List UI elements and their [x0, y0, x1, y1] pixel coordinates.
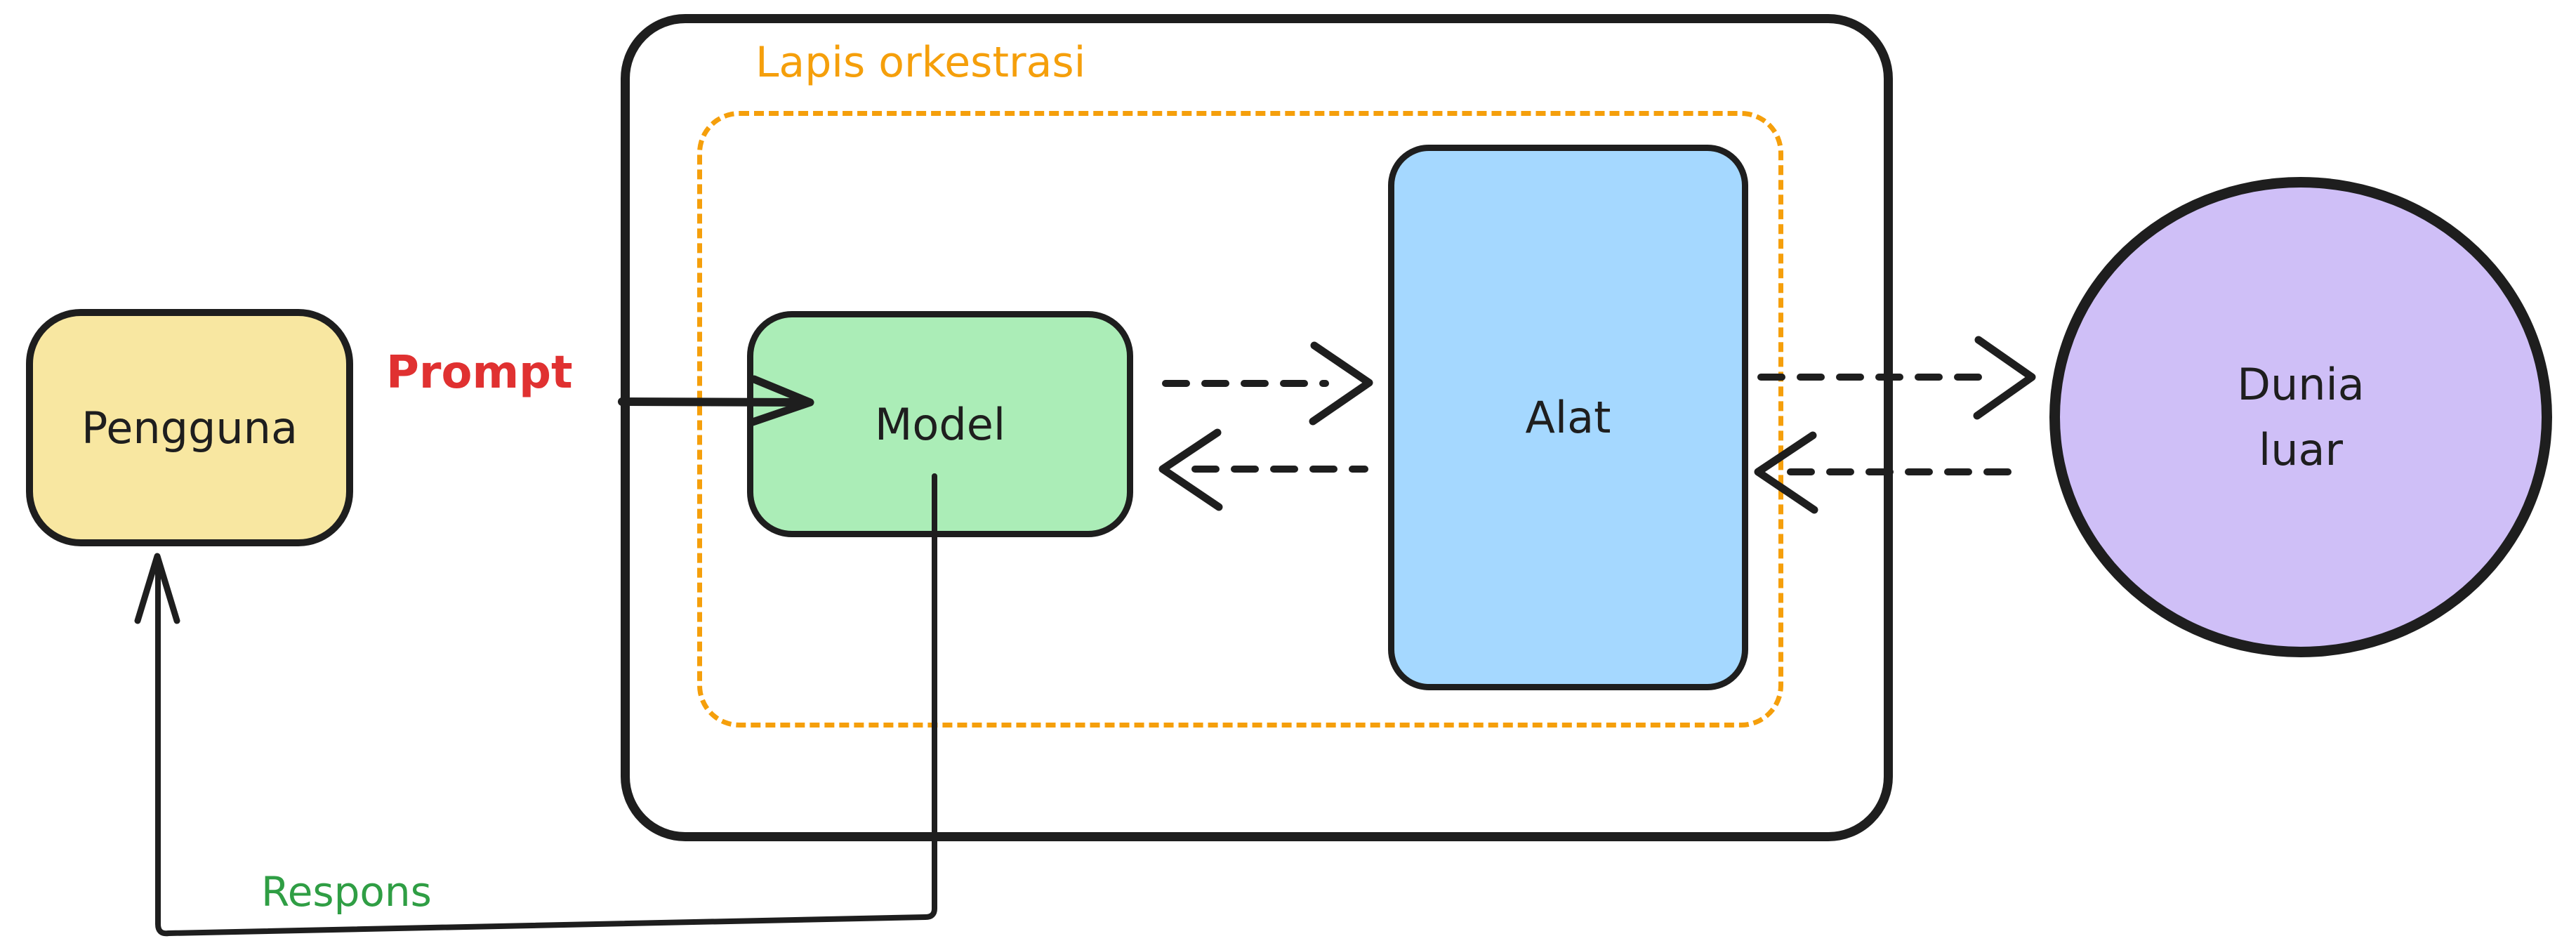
user-node-label: Pengguna: [81, 402, 298, 454]
orchestration-layer-box: [697, 111, 1783, 728]
model-node-label: Model: [874, 398, 1006, 450]
outside-world-node: Dunia luar: [2049, 177, 2552, 657]
orchestration-layer-label: Lapis orkestrasi: [755, 38, 1086, 87]
prompt-edge-label: Prompt: [386, 347, 573, 399]
tool-node: Alat: [1388, 145, 1748, 690]
model-node: Model: [747, 311, 1133, 537]
respons-edge-label: Respons: [261, 868, 432, 916]
user-node: Pengguna: [26, 309, 353, 546]
tool-node-label: Alat: [1525, 392, 1611, 443]
outside-world-node-label: Dunia luar: [2237, 359, 2365, 475]
